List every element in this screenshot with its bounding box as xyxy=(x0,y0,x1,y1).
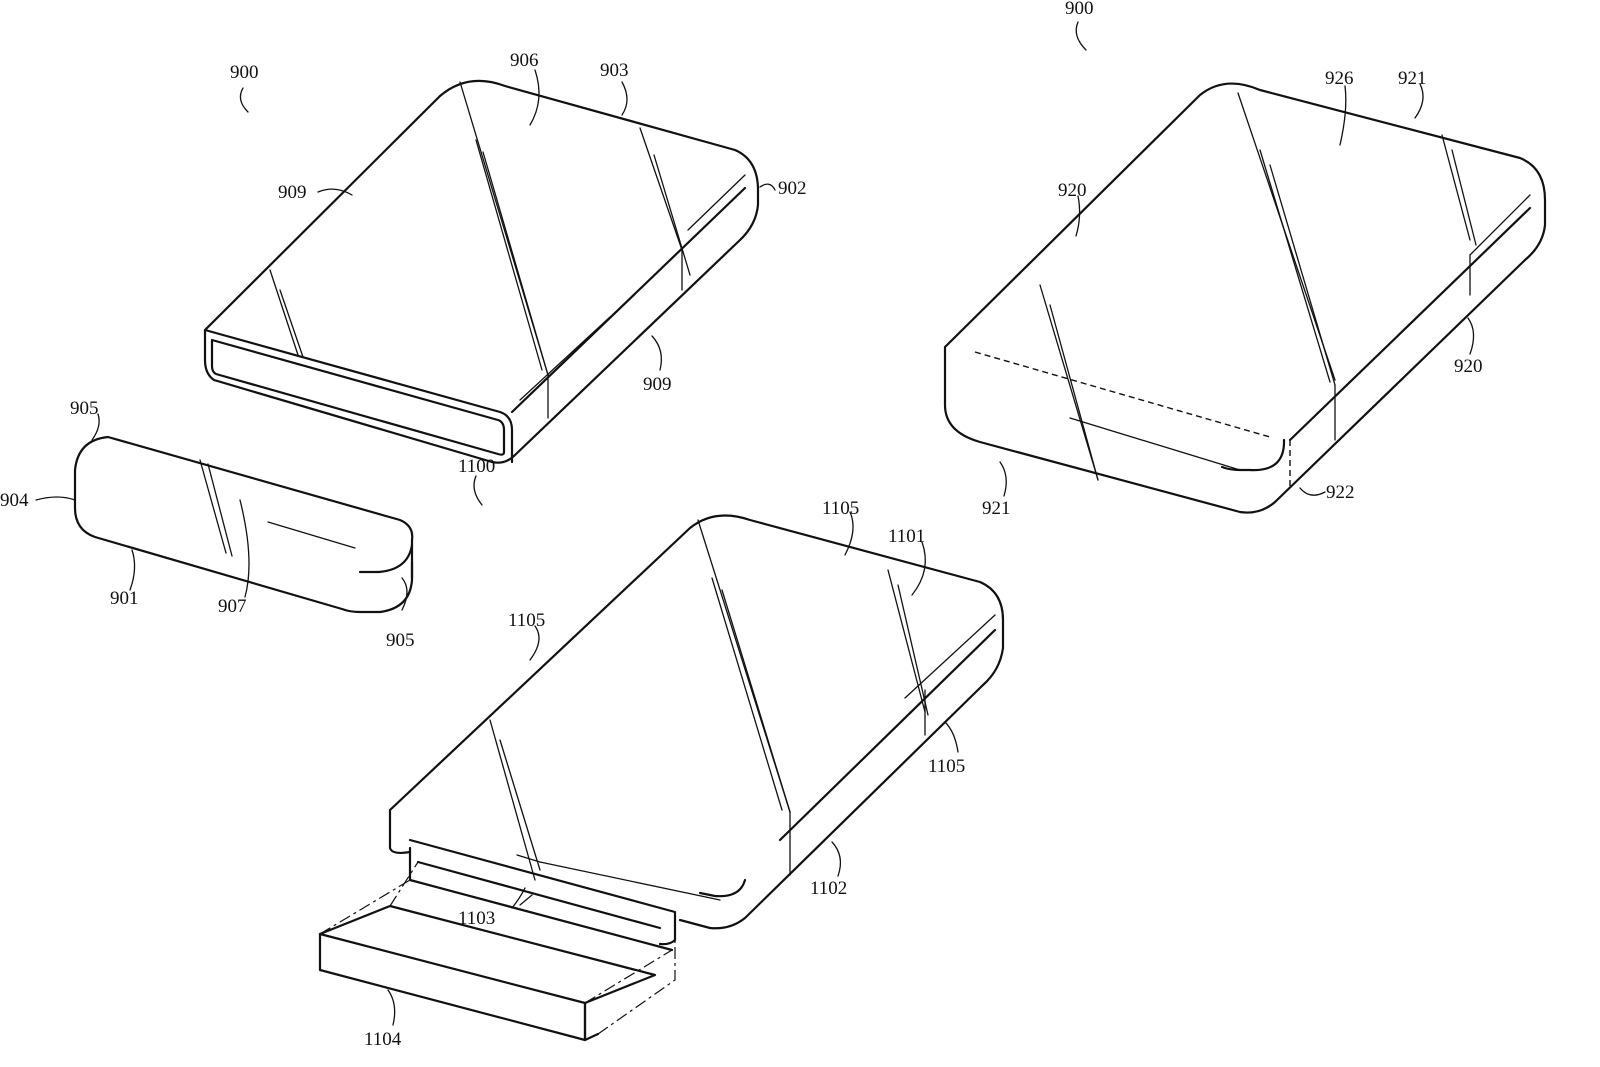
leader-lines xyxy=(35,21,1475,1026)
housing-900-open xyxy=(203,79,760,464)
label-1101: 1101 xyxy=(888,526,925,547)
label-902: 902 xyxy=(778,178,807,199)
insert-1104 xyxy=(318,861,676,1042)
label-905-top: 905 xyxy=(70,398,99,419)
label-907: 907 xyxy=(218,596,247,617)
end-cap-901 xyxy=(73,435,414,614)
label-905-bottom: 905 xyxy=(386,630,415,651)
label-1104: 1104 xyxy=(364,1029,402,1050)
label-903: 903 xyxy=(600,60,629,81)
label-921-top: 921 xyxy=(1398,68,1427,89)
label-920-left: 920 xyxy=(1058,180,1087,201)
label-906: 906 xyxy=(510,50,539,71)
label-1105-left: 1105 xyxy=(508,610,545,631)
label-921-bottom: 921 xyxy=(982,498,1011,519)
housing-1100 xyxy=(388,514,1005,952)
label-909-left: 909 xyxy=(278,182,307,203)
label-1100: 1100 xyxy=(458,456,495,477)
label-920-right: 920 xyxy=(1454,356,1483,377)
label-1105-right: 1105 xyxy=(928,756,965,777)
label-1102: 1102 xyxy=(810,878,847,899)
housing-900-closed xyxy=(943,82,1547,514)
label-901: 901 xyxy=(110,588,139,609)
label-1105-top: 1105 xyxy=(822,498,859,519)
label-922: 922 xyxy=(1326,482,1355,503)
label-909-bottom: 909 xyxy=(643,374,672,395)
label-1103: 1103 xyxy=(458,908,495,929)
label-900-b: 900 xyxy=(1065,0,1094,19)
label-900-a: 900 xyxy=(230,62,259,83)
reference-numerals: 900 900 1100 906 903 909 902 909 905 904… xyxy=(0,0,1483,1050)
label-926: 926 xyxy=(1325,68,1354,89)
label-904: 904 xyxy=(0,490,29,511)
